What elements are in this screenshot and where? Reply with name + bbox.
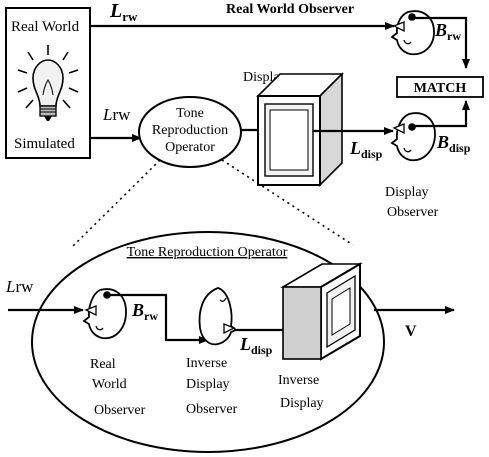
tro-line-3: Operator: [165, 140, 215, 155]
b-rw-top-label: Brw: [434, 20, 461, 43]
lrw-bottom-label: Lrw: [5, 277, 34, 296]
tro-line-2: Reproduction: [152, 123, 228, 138]
b-rw-top-arrow: [414, 16, 470, 69]
b-disp-top-arrow: [414, 100, 470, 128]
zoom-line-right: [221, 159, 354, 246]
match-box: [396, 76, 484, 98]
rwo-label-3: Observer: [94, 403, 146, 418]
inverse-display-label-1: Inverse: [278, 373, 319, 388]
l-rw-top-label: Lrw: [109, 0, 138, 24]
l-disp-bottom-label: Ldisp: [239, 334, 273, 357]
b-rw-bottom-label: Brw: [131, 300, 158, 323]
operator-detail-ellipse: [31, 231, 385, 453]
display-observer-head-icon: [390, 112, 436, 162]
zoom-line-left: [71, 159, 161, 248]
rwo-label-2: World: [92, 377, 127, 392]
ido-label-1: Inverse: [186, 356, 227, 371]
real-world-observer-label: Real World Observer: [226, 2, 354, 17]
rwo-bottom-head-icon: [82, 288, 127, 340]
match-label: MATCH: [414, 81, 467, 96]
ido-label-2: Display: [186, 377, 230, 392]
display-observer-label-1: Display: [385, 185, 429, 200]
real-world-observer-head-icon: [390, 10, 435, 56]
display-monitor-icon: [256, 72, 344, 187]
real-world-label: Real World: [11, 19, 80, 35]
l-disp-top-label: Ldisp: [349, 138, 383, 161]
tro-line-1: Tone: [176, 106, 204, 121]
operator-detail-title: Tone Reproduction Operator: [127, 245, 288, 260]
inverse-observer-head-icon: [198, 287, 238, 346]
display-observer-label-2: Observer: [387, 205, 439, 220]
simulated-label: Simulated: [14, 136, 75, 152]
inverse-display-label-2: Display: [280, 396, 324, 411]
ido-label-3: Observer: [186, 402, 238, 417]
lrw-mid-label: Lrw: [102, 105, 131, 124]
inverse-display-monitor-icon: [280, 262, 363, 361]
light-bulb-icon: [17, 45, 79, 121]
b-disp-top-label: Bdisp: [436, 132, 471, 155]
v-bottom-label: V: [405, 323, 417, 340]
b-rw-bottom-arrow: [109, 293, 209, 344]
tone-reproduction-operator-ellipse: [138, 96, 242, 168]
rwo-label-1: Real: [90, 357, 116, 372]
